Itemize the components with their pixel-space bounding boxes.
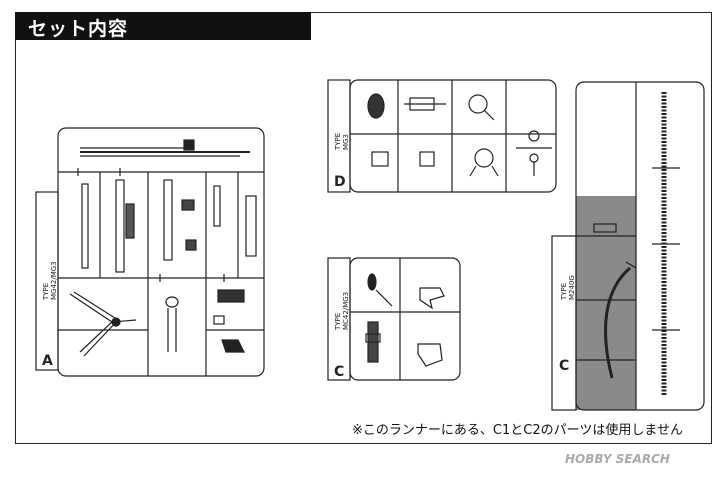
runner-d-model: MG3 (342, 134, 350, 150)
runner-d-letter: D (334, 174, 346, 190)
runner-a-type-label: TYPE (42, 283, 50, 301)
runner-c-small-model: MC42/MG3 (342, 292, 350, 330)
usage-note: ※このランナーにある、C1とC2のパーツは使用しません (352, 423, 683, 438)
runner-c-m240g-model: M240G (568, 275, 576, 300)
runner-c-small-type-label: TYPE (334, 313, 342, 331)
runner-a-model: MG42/MG3 (50, 261, 58, 300)
runner-a (35, 127, 265, 377)
watermark: HOBBY SEARCH (565, 452, 670, 466)
runner-c-m240g-letter: C (559, 358, 569, 374)
runner-c-m240g (551, 81, 705, 411)
runner-d-type-label: TYPE (334, 133, 342, 151)
runner-c-m240g-type-label: TYPE (560, 283, 568, 301)
runner-d (327, 79, 557, 193)
runner-a-letter: A (42, 353, 53, 369)
runner-c-small-letter: C (334, 364, 344, 380)
page-title: セット内容 (28, 18, 129, 40)
header-bar (15, 12, 311, 40)
content-frame (15, 12, 712, 444)
runner-c-small (327, 257, 461, 381)
